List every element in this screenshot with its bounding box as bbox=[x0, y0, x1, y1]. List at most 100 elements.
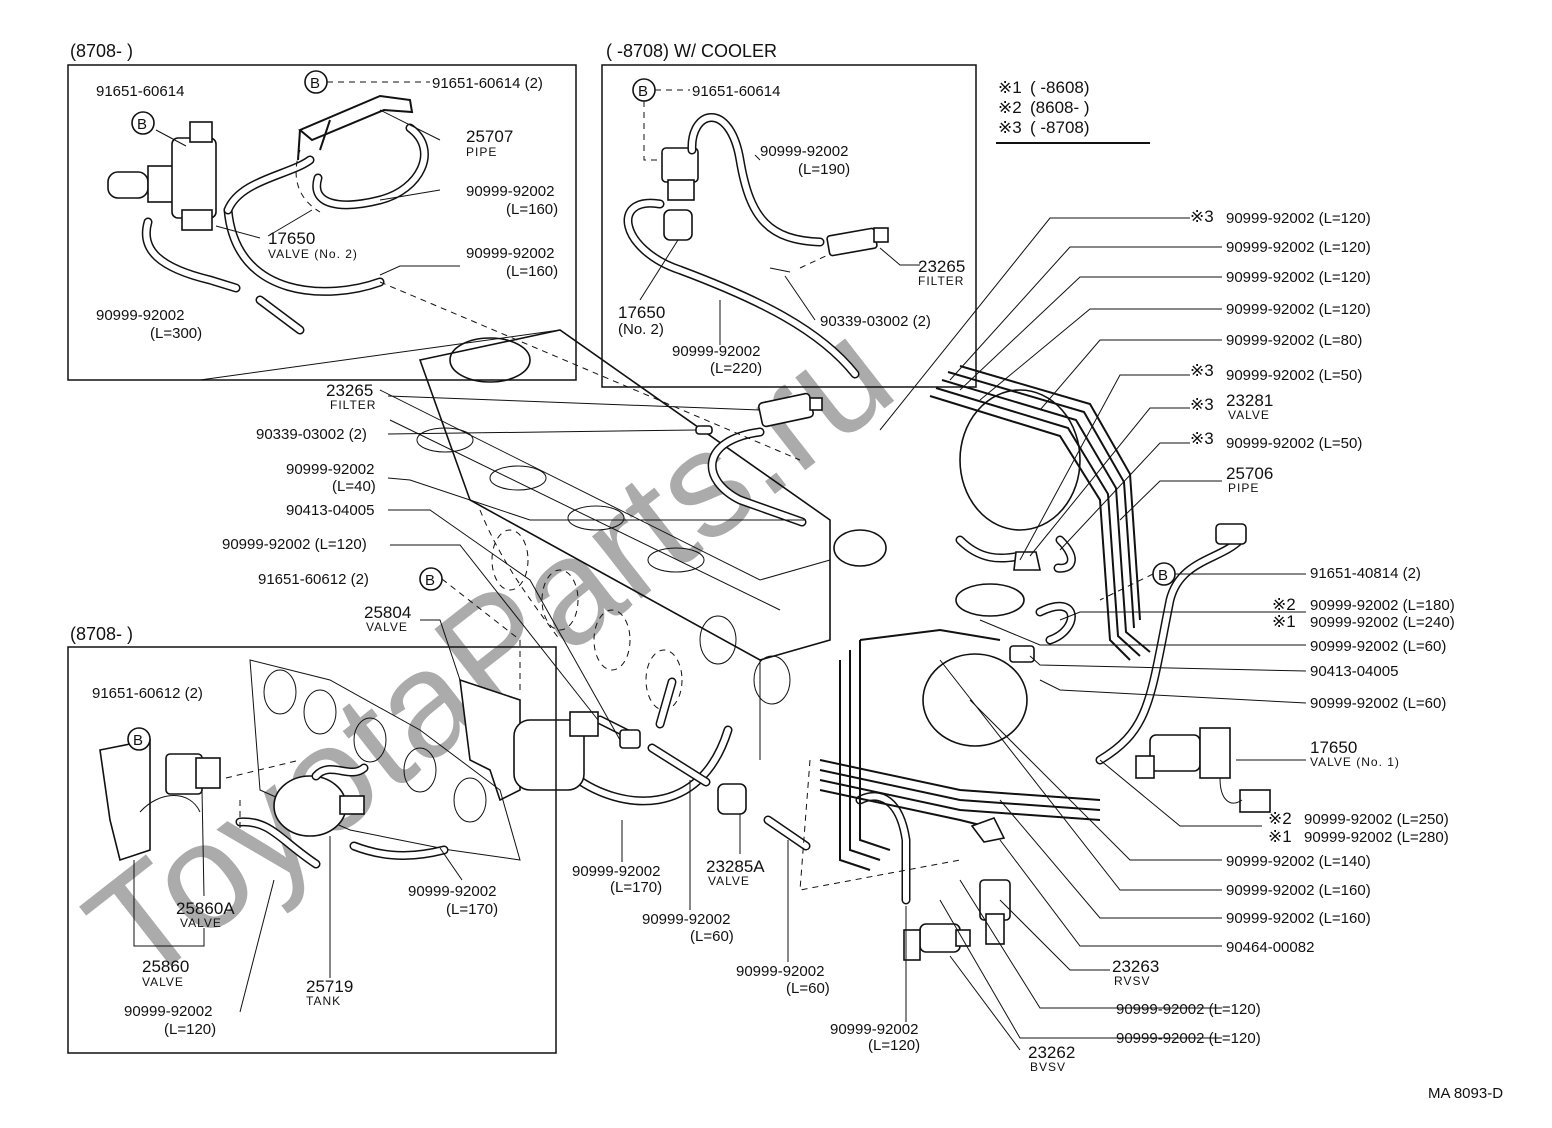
bvsv-23262-drawing bbox=[903, 923, 971, 961]
part-17650-no1-name: VALVE (No. 1) bbox=[1310, 755, 1400, 769]
part-hose-a2-length: (L=160) bbox=[506, 263, 558, 280]
part-25707: 25707 bbox=[466, 127, 513, 146]
part-hose-l60-a: 90999-92002 bbox=[642, 911, 730, 928]
part-25860a: 25860A bbox=[176, 899, 235, 918]
clip-b-mark: B bbox=[137, 116, 147, 133]
part-hose-c2: 90999-92002 bbox=[124, 1003, 212, 1020]
inset-b-frame bbox=[601, 64, 977, 388]
clip-b-mark: B bbox=[638, 83, 648, 100]
clip-b-icon bbox=[127, 727, 151, 751]
engine-block-drawing bbox=[379, 329, 1081, 760]
part-hose-r16: 90999-92002 (L=160) bbox=[1226, 910, 1371, 927]
inset-c: (8708- ) B bbox=[67, 624, 557, 1054]
part-90413-04005-right: 90413-04005 bbox=[1310, 663, 1398, 680]
part-hose-r7: 90999-92002 (L=50) bbox=[1226, 435, 1362, 452]
part-hose-r11: 90999-92002 (L=60) bbox=[1310, 695, 1446, 712]
part-hose-r8: 90999-92002 (L=180) bbox=[1310, 597, 1455, 614]
part-hose-l40-length: (L=40) bbox=[332, 478, 376, 495]
part-25706-name: PIPE bbox=[1228, 481, 1259, 495]
legend-text-2: (8608- ) bbox=[1030, 98, 1090, 117]
mark-s3-a: ※3 bbox=[1190, 207, 1214, 226]
part-hose-r13: 90999-92002 (L=280) bbox=[1304, 829, 1449, 846]
valve-23285a-drawing bbox=[717, 783, 747, 815]
part-hose-l170-length: (L=170) bbox=[610, 879, 662, 896]
part-25860a-name: VALVE bbox=[180, 916, 222, 930]
valve-17650-no1-drawing bbox=[1135, 727, 1271, 813]
part-hose-l170: 90999-92002 bbox=[572, 863, 660, 880]
tank-25719-drawing bbox=[273, 775, 365, 837]
inset-b: ( -8708) W/ COOLER B 91651-60614 90999-9… bbox=[601, 41, 977, 388]
part-hose-a2: 90999-92002 bbox=[466, 245, 554, 262]
part-hose-r10: 90999-92002 (L=60) bbox=[1310, 638, 1446, 655]
part-23263-name: RVSV bbox=[1114, 974, 1150, 988]
inset-a-header: (8708- ) bbox=[70, 41, 133, 61]
inset-b-header: ( -8708) W/ COOLER bbox=[606, 41, 777, 61]
vsv-23281-drawing bbox=[1013, 551, 1041, 571]
part-hose-r1: 90999-92002 (L=120) bbox=[1226, 210, 1371, 227]
part-90339-03002-b: 90339-03002 (2) bbox=[820, 313, 931, 330]
part-hose-l120-bottom-length: (L=120) bbox=[868, 1037, 920, 1054]
part-25804: 25804 bbox=[364, 603, 411, 622]
inset-c-header: (8708- ) bbox=[70, 624, 133, 644]
part-hose-r3: 90999-92002 (L=120) bbox=[1226, 269, 1371, 286]
part-23265-b: 23265 bbox=[918, 257, 965, 276]
clip-b-mark: B bbox=[133, 732, 143, 749]
legend-text-1: ( -8608) bbox=[1030, 78, 1090, 97]
part-25719: 25719 bbox=[306, 977, 353, 996]
mark-s1-b: ※1 bbox=[1268, 827, 1292, 846]
part-90339-03002: 90339-03002 (2) bbox=[256, 426, 367, 443]
part-hose-r15: 90999-92002 (L=160) bbox=[1226, 882, 1371, 899]
part-hose-r9: 90999-92002 (L=240) bbox=[1310, 614, 1455, 631]
part-23281-name: VALVE bbox=[1228, 408, 1270, 422]
rvsv-23263-drawing bbox=[979, 879, 1011, 945]
clamp-90339-03002 bbox=[695, 425, 713, 435]
part-90413-04005: 90413-04005 bbox=[286, 502, 374, 519]
part-23265-name: FILTER bbox=[330, 398, 376, 412]
part-17650-a-name: VALVE (No. 2) bbox=[268, 247, 358, 261]
part-hose-b2: 90999-92002 bbox=[672, 343, 760, 360]
clip-b-icon bbox=[131, 111, 155, 135]
part-25860: 25860 bbox=[142, 957, 189, 976]
part-25804-name: VALVE bbox=[366, 620, 408, 634]
inset-a: (8708- ) B B bbox=[67, 41, 577, 381]
part-hose-l120-left: 90999-92002 (L=120) bbox=[222, 536, 367, 553]
part-hose-b2-length: (L=220) bbox=[710, 360, 762, 377]
connector-90413-04005-right bbox=[1009, 645, 1035, 663]
clip-b-mark: B bbox=[1158, 567, 1168, 584]
pipe-25707 bbox=[298, 94, 414, 142]
part-hose-c1-length: (L=170) bbox=[446, 901, 498, 918]
inset-c-frame bbox=[67, 646, 557, 1054]
pipe-25706-drawing bbox=[1215, 523, 1247, 545]
part-91651-60614-x2: 91651-60614 (2) bbox=[432, 75, 543, 92]
valve-25804-drawing bbox=[459, 678, 599, 802]
part-hose-r6: 90999-92002 (L=50) bbox=[1226, 367, 1362, 384]
mark-s2-a: ※2 bbox=[1272, 595, 1296, 614]
part-23265: 23265 bbox=[326, 381, 373, 400]
part-hose-l40: 90999-92002 bbox=[286, 461, 374, 478]
part-hose-l60-a-length: (L=60) bbox=[690, 928, 734, 945]
filter-23265-cooler-drawing bbox=[826, 227, 889, 257]
part-hose-l60-b: 90999-92002 bbox=[736, 963, 824, 980]
part-91651-60612: 91651-60612 (2) bbox=[258, 571, 369, 588]
part-hose-r14: 90999-92002 (L=140) bbox=[1226, 853, 1371, 870]
part-90464-00082: 90464-00082 bbox=[1226, 939, 1314, 956]
legend-mark-1: ※1 bbox=[998, 78, 1022, 97]
part-hose-l60-b-length: (L=60) bbox=[786, 980, 830, 997]
legend-mark-3: ※3 bbox=[998, 118, 1022, 137]
part-23281: 23281 bbox=[1226, 391, 1273, 410]
part-25706: 25706 bbox=[1226, 464, 1273, 483]
part-hose-r17: 90999-92002 (L=120) bbox=[1116, 1001, 1261, 1018]
part-hose-a3: 90999-92002 bbox=[96, 307, 184, 324]
part-hose-r4: 90999-92002 (L=120) bbox=[1226, 301, 1371, 318]
part-91651-40814: 91651-40814 (2) bbox=[1310, 565, 1421, 582]
valve-no2-cooler-drawing bbox=[661, 147, 699, 241]
mark-s3-d: ※3 bbox=[1190, 429, 1214, 448]
legend-text-3: ( -8708) bbox=[1030, 118, 1090, 137]
part-hose-c1: 90999-92002 bbox=[408, 883, 496, 900]
part-17650-b-name: (No. 2) bbox=[618, 321, 664, 338]
part-25719-name: TANK bbox=[306, 994, 341, 1008]
part-hose-a1: 90999-92002 bbox=[466, 183, 554, 200]
part-17650-b: 17650 bbox=[618, 303, 665, 322]
part-23265-b-name: FILTER bbox=[918, 274, 964, 288]
